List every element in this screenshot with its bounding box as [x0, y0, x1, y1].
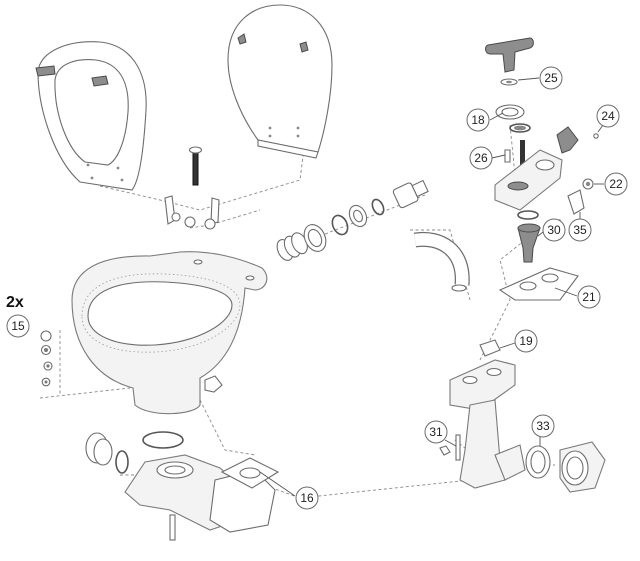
callout-label-25: 25 — [544, 71, 558, 85]
toilet-bowl — [71, 251, 268, 415]
callout-33: 33 — [531, 414, 555, 446]
base-gasket — [142, 431, 184, 449]
pump-lever — [504, 126, 599, 163]
toilet-lid — [227, 4, 333, 159]
callout-30: 30 — [537, 218, 566, 242]
pump-cap — [495, 104, 531, 133]
callout-label-16: 16 — [300, 491, 314, 505]
callout-label-21: 21 — [582, 290, 596, 304]
callout-35: 35 — [568, 212, 592, 242]
callout-22: 22 — [594, 172, 628, 196]
pump-handle — [485, 37, 534, 86]
quantity-note: 2x — [6, 294, 24, 311]
callout-16: 16 — [259, 471, 319, 510]
inlet-fittings — [276, 179, 429, 261]
base-spud — [85, 432, 129, 474]
screw-31 — [439, 434, 461, 461]
pump-plunger — [517, 210, 541, 263]
base-flange — [124, 454, 276, 541]
callout-24: 24 — [596, 104, 620, 133]
flush-hose — [413, 231, 470, 292]
pump-base — [449, 339, 526, 489]
callout-26: 26 — [469, 146, 506, 170]
callout-label-24: 24 — [601, 109, 615, 123]
callout-label-35: 35 — [573, 223, 587, 237]
callout-19: 19 — [499, 329, 538, 353]
callout-label-15: 15 — [11, 319, 25, 333]
callout-label-19: 19 — [519, 334, 533, 348]
pump-gasket — [498, 267, 579, 301]
callout-21: 21 — [554, 285, 601, 309]
callout-25: 25 — [517, 66, 563, 90]
callout-15: 15 — [6, 314, 30, 338]
callout-31: 31 — [424, 420, 457, 447]
callout-label-26: 26 — [474, 151, 488, 165]
nut-stack-15 — [40, 330, 53, 387]
callout-label-30: 30 — [547, 223, 561, 237]
callout-label-31: 31 — [429, 425, 443, 439]
hinge-assembly — [164, 146, 220, 230]
callout-18: 18 — [466, 108, 504, 132]
toilet-seat — [35, 41, 147, 191]
outlet-fittings — [525, 441, 606, 493]
base-plate-16 — [220, 457, 280, 489]
callout-label-22: 22 — [609, 177, 623, 191]
callout-label-18: 18 — [471, 113, 485, 127]
pump-body — [494, 140, 563, 211]
callout-label-33: 33 — [536, 419, 550, 433]
